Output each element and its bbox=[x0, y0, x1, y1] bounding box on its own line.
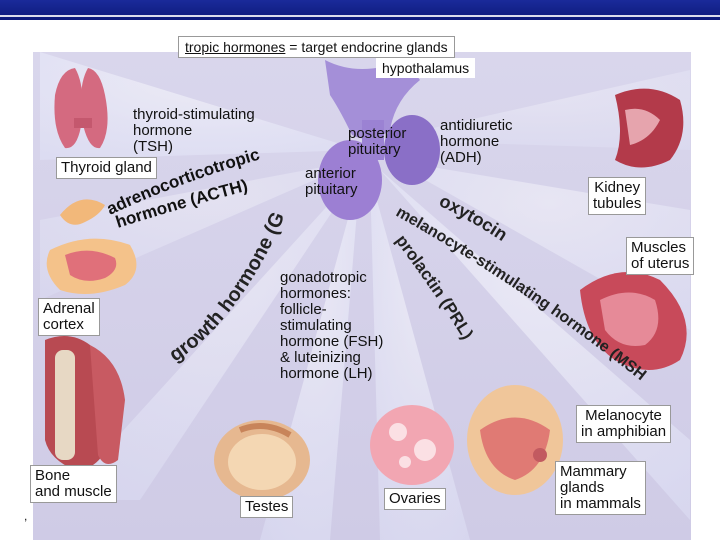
bone-muscle-illustration bbox=[45, 336, 125, 470]
posterior-pituitary-label: posterior pituitary bbox=[348, 125, 407, 158]
page-title: tropic hormones = target endocrine gland… bbox=[178, 36, 455, 58]
ovaries-label: Ovaries bbox=[384, 488, 446, 510]
adrenal-label: Adrenal cortex bbox=[38, 298, 100, 336]
bone-muscle-label: Bone and muscle bbox=[30, 465, 117, 503]
adh-label: antidiuretic hormone (ADH) bbox=[440, 117, 513, 166]
uterus-illustration bbox=[580, 272, 687, 370]
thyroid-gland-illustration bbox=[54, 68, 108, 149]
uterus-label: Muscles of uterus bbox=[626, 237, 695, 275]
mammary-illustration bbox=[467, 385, 563, 495]
adrenal-illustration bbox=[46, 199, 137, 294]
footer-mark: , bbox=[24, 509, 28, 523]
melanocyte-label: Melanocyte in amphibian bbox=[576, 405, 672, 443]
ovaries-illustration bbox=[370, 405, 454, 485]
kidney-label: Kidney tubules bbox=[588, 177, 647, 215]
hypothalamus-label: hypothalamus bbox=[376, 58, 476, 78]
header-bar bbox=[0, 0, 720, 20]
thyroid-label: Thyroid gland bbox=[56, 157, 157, 179]
gonadotropic-label: gonadotropic hormones: follicle- stimula… bbox=[280, 269, 384, 382]
anterior-pituitary-label: anterior pituitary bbox=[305, 165, 358, 198]
testes-label: Testes bbox=[240, 496, 294, 518]
title-suffix: = target endocrine glands bbox=[285, 39, 448, 55]
title-prefix: tropic hormones bbox=[185, 39, 286, 55]
mammary-label: Mammary glands in mammals bbox=[555, 461, 646, 515]
testes-illustration bbox=[214, 420, 310, 500]
pituitary-illustration bbox=[318, 60, 440, 220]
kidney-illustration bbox=[615, 88, 684, 168]
tsh-label: thyroid-stimulating hormone (TSH) bbox=[133, 106, 255, 155]
